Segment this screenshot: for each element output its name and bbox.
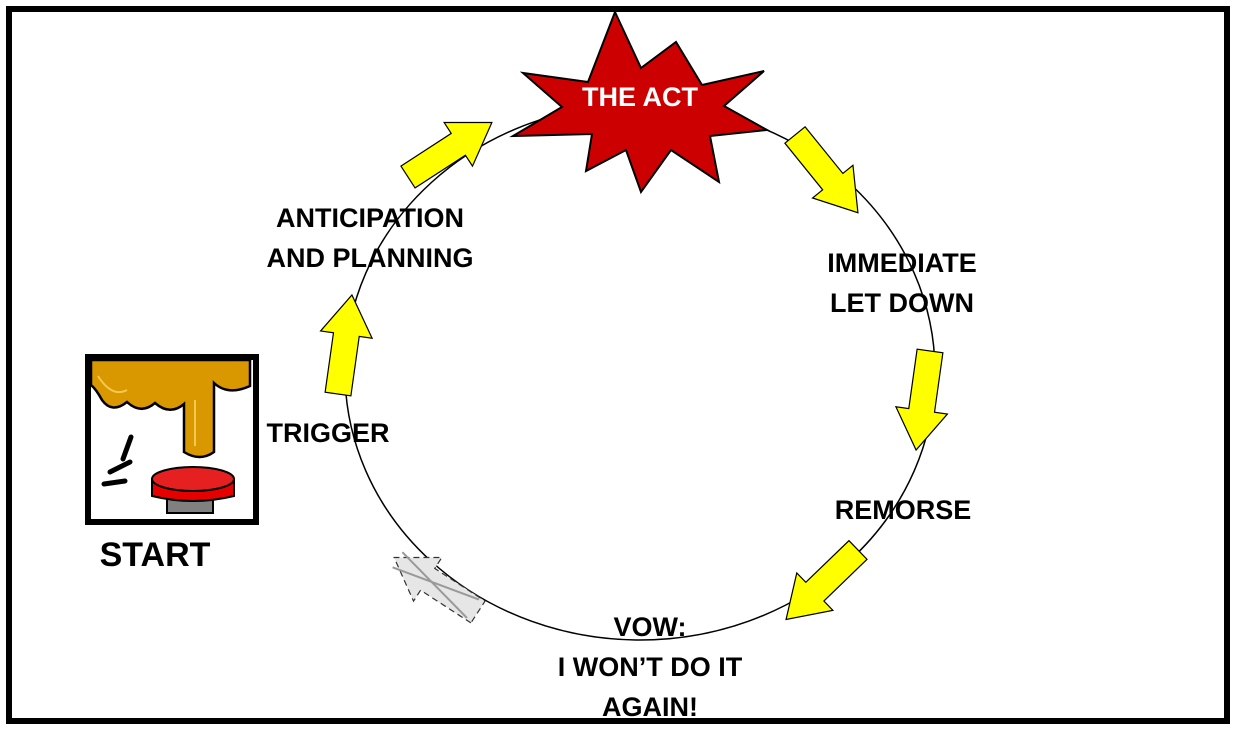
stage-label-anticipation-and-planning: ANTICIPATION AND PLANNING bbox=[225, 198, 515, 278]
stage-label-immediate-let-down: IMMEDIATE LET DOWN bbox=[792, 243, 1012, 323]
stage-label-line: AND PLANNING bbox=[266, 243, 474, 273]
stage-label-vow: VOW: I WON’T DO IT AGAIN! bbox=[520, 607, 780, 727]
finger-pressing-button-icon bbox=[85, 354, 259, 525]
stage-label-line: AGAIN! bbox=[602, 692, 698, 722]
stage-label-line: LET DOWN bbox=[830, 288, 974, 318]
stage-label-line: ANTICIPATION bbox=[276, 203, 464, 233]
cycle-arrow-icon bbox=[774, 118, 879, 230]
crossed-out-arrow-icon bbox=[379, 535, 493, 635]
stage-label-line: I WON’T DO IT bbox=[557, 652, 743, 682]
cycle-arrow-icon bbox=[767, 530, 877, 639]
explosion-burst-icon bbox=[509, 9, 771, 195]
cycle-arrow-icon bbox=[393, 100, 507, 200]
cycle-arrow-icon bbox=[889, 346, 957, 455]
stage-label-remorse: REMORSE bbox=[834, 495, 972, 525]
start-label: START bbox=[99, 536, 211, 574]
stage-label-trigger: TRIGGER bbox=[266, 418, 390, 448]
cycle-arrow-icon bbox=[311, 290, 379, 399]
stage-label-the-act: THE ACT bbox=[582, 82, 698, 112]
stage-label-line: IMMEDIATE bbox=[827, 248, 977, 278]
stage-label-line: VOW: bbox=[613, 612, 687, 642]
